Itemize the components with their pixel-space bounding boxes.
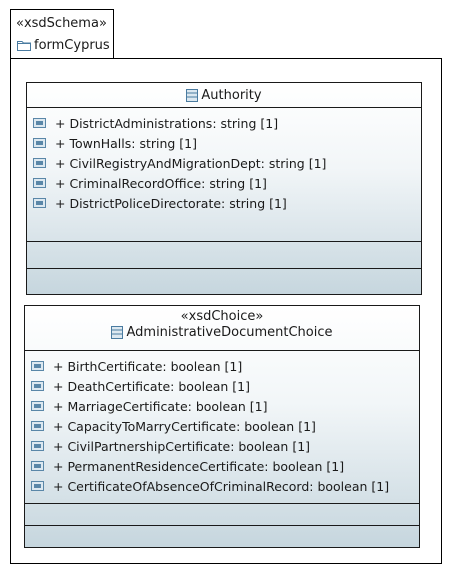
operations-compartment (25, 503, 419, 525)
class-administrative-document-choice[interactable]: «xsdChoice» AdministrativeDocumentChoice… (24, 305, 420, 548)
class-header: «xsdChoice» AdministrativeDocumentChoice (25, 306, 419, 351)
attribute-icon (31, 361, 44, 371)
attribute-text: + CertificateOfAbsenceOfCriminalRecord: … (53, 478, 390, 494)
attribute-icon (31, 461, 44, 471)
package-name: formCyprus (34, 38, 110, 53)
attribute-icon (31, 401, 44, 411)
class-name: Authority (201, 88, 262, 103)
attribute-row[interactable]: + CriminalRecordOffice: string [1] (33, 173, 421, 193)
package-stereotype: «xsdSchema» (16, 16, 107, 31)
attribute-text: + CriminalRecordOffice: string [1] (55, 175, 267, 191)
class-icon (111, 326, 124, 339)
attribute-icon (31, 421, 44, 431)
extra-compartment (25, 525, 419, 547)
attribute-text: + CivilRegistryAndMigrationDept: string … (55, 155, 327, 171)
package-name-row: formCyprus (17, 38, 110, 53)
attribute-icon (33, 158, 46, 168)
folder-icon (17, 41, 31, 51)
attribute-text: + TownHalls: string [1] (55, 135, 198, 151)
attribute-row[interactable]: + CertificateOfAbsenceOfCriminalRecord: … (31, 476, 419, 496)
class-name-row: Authority (27, 87, 421, 104)
attribute-row[interactable]: + DistrictPoliceDirectorate: string [1] (33, 193, 421, 213)
class-icon (186, 89, 199, 102)
class-name: AdministrativeDocumentChoice (126, 325, 333, 340)
attribute-icon (31, 481, 44, 491)
attribute-row[interactable]: + MarriageCertificate: boolean [1] (31, 396, 419, 416)
attribute-row[interactable]: + TownHalls: string [1] (33, 133, 421, 153)
operations-compartment (27, 241, 421, 268)
extra-compartment (27, 268, 421, 294)
attribute-row[interactable]: + CapacityToMarryCertificate: boolean [1… (31, 416, 419, 436)
class-stereotype: «xsdChoice» (180, 309, 264, 324)
attribute-icon (33, 198, 46, 208)
attribute-icon (31, 381, 44, 391)
attribute-row[interactable]: + DeathCertificate: boolean [1] (31, 376, 419, 396)
class-name-row: AdministrativeDocumentChoice (25, 324, 419, 341)
attribute-text: + MarriageCertificate: boolean [1] (53, 398, 268, 414)
attribute-row[interactable]: + PermanentResidenceCertificate: boolean… (31, 456, 419, 476)
attribute-text: + PermanentResidenceCertificate: boolean… (53, 458, 345, 474)
attribute-text: + CivilPartnershipCertificate: boolean [… (53, 438, 311, 454)
class-header: Authority (27, 83, 421, 108)
attribute-row[interactable]: + CivilPartnershipCertificate: boolean [… (31, 436, 419, 456)
attribute-text: + DistrictAdministrations: string [1] (55, 115, 279, 131)
attribute-icon (33, 178, 46, 188)
attribute-icon (33, 138, 46, 148)
attribute-row[interactable]: + BirthCertificate: boolean [1] (31, 356, 419, 376)
attribute-icon (31, 441, 44, 451)
attribute-text: + DistrictPoliceDirectorate: string [1] (55, 195, 287, 211)
attribute-icon (33, 118, 46, 128)
package-tab[interactable]: «xsdSchema» formCyprus (10, 9, 114, 58)
attribute-row[interactable]: + DistrictAdministrations: string [1] (33, 113, 421, 133)
attributes-compartment: + DistrictAdministrations: string [1] + … (27, 108, 421, 241)
attribute-row[interactable]: + CivilRegistryAndMigrationDept: string … (33, 153, 421, 173)
attribute-text: + CapacityToMarryCertificate: boolean [1… (53, 418, 316, 434)
class-authority[interactable]: Authority + DistrictAdministrations: str… (26, 82, 422, 295)
attributes-compartment: + BirthCertificate: boolean [1] + DeathC… (25, 351, 419, 503)
attribute-text: + DeathCertificate: boolean [1] (53, 378, 251, 394)
attribute-text: + BirthCertificate: boolean [1] (53, 358, 243, 374)
